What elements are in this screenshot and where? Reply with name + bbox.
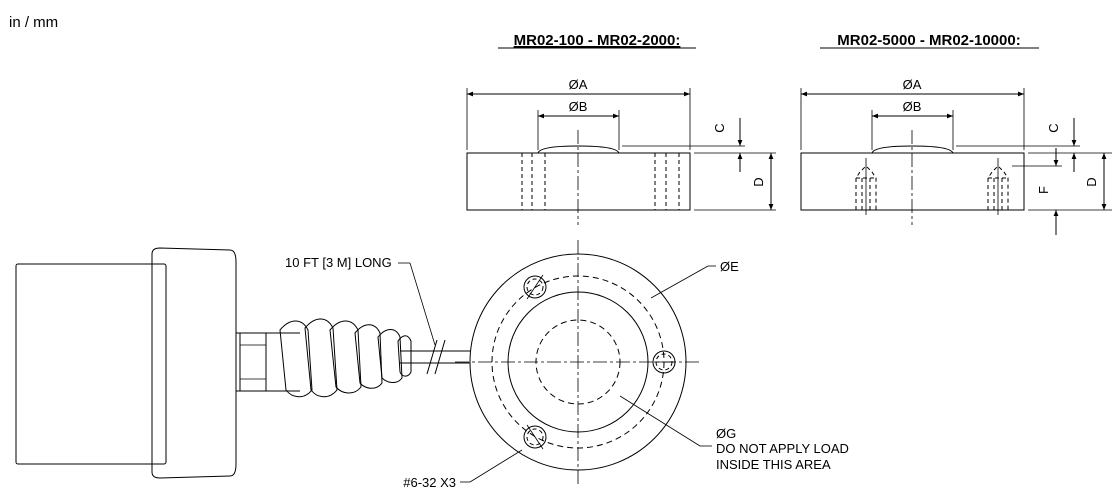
right-side-view: ØA ØB C D F — [800, 77, 1112, 235]
left-dim-D-label: D — [751, 177, 766, 186]
cable-length-callout: 10 FT [3 M] LONG — [285, 255, 392, 270]
right-dim-C-label: C — [1046, 123, 1061, 132]
left-button-dome — [537, 145, 620, 154]
left-dim-A-label: ØA — [569, 77, 588, 92]
cable-assembly: 10 FT [3 M] LONG — [15, 247, 470, 479]
units-label: in / mm — [9, 14, 59, 31]
top-view: ØE ØG DO NOT APPLY LOAD INSIDE THIS AREA… — [403, 240, 849, 490]
cable-leader-diagonal — [409, 262, 436, 346]
right-view-title: MR02-5000 - MR02-10000: — [837, 32, 1020, 49]
dim-G-label: ØG — [716, 426, 736, 441]
screw-hole-top-left — [523, 274, 547, 300]
connector-nut — [239, 332, 267, 392]
dim-E-label: ØE — [720, 259, 739, 274]
cable-break-mark-2 — [434, 339, 446, 375]
left-view-title: MR02-100 - MR02-2000: — [514, 32, 681, 49]
cable-break-mark-1 — [426, 339, 438, 375]
leader-E — [650, 265, 709, 299]
right-dim-D-label: D — [1084, 177, 1099, 186]
right-dim-B-label: ØB — [903, 99, 922, 114]
right-button-dome — [871, 145, 954, 154]
right-dim-A-label: ØA — [903, 77, 922, 92]
left-body-outline — [466, 152, 691, 211]
left-dim-B-label: ØB — [569, 99, 588, 114]
no-load-line-1: DO NOT APPLY LOAD — [716, 441, 849, 456]
left-dim-C-label: C — [712, 123, 727, 132]
connector-housing-cap — [151, 247, 237, 479]
connector-housing-body — [15, 263, 167, 465]
right-dim-F-label: F — [1036, 186, 1051, 194]
leader-G — [619, 395, 701, 447]
right-body-outline — [800, 152, 1025, 211]
screw-hole-bottom-left — [523, 424, 547, 450]
leader-screw — [469, 449, 523, 483]
screw-hole-right — [652, 350, 676, 374]
screw-callout: #6-32 X3 — [403, 475, 456, 490]
left-side-view: ØA ØB C D — [466, 77, 776, 225]
no-load-line-2: INSIDE THIS AREA — [716, 457, 831, 472]
